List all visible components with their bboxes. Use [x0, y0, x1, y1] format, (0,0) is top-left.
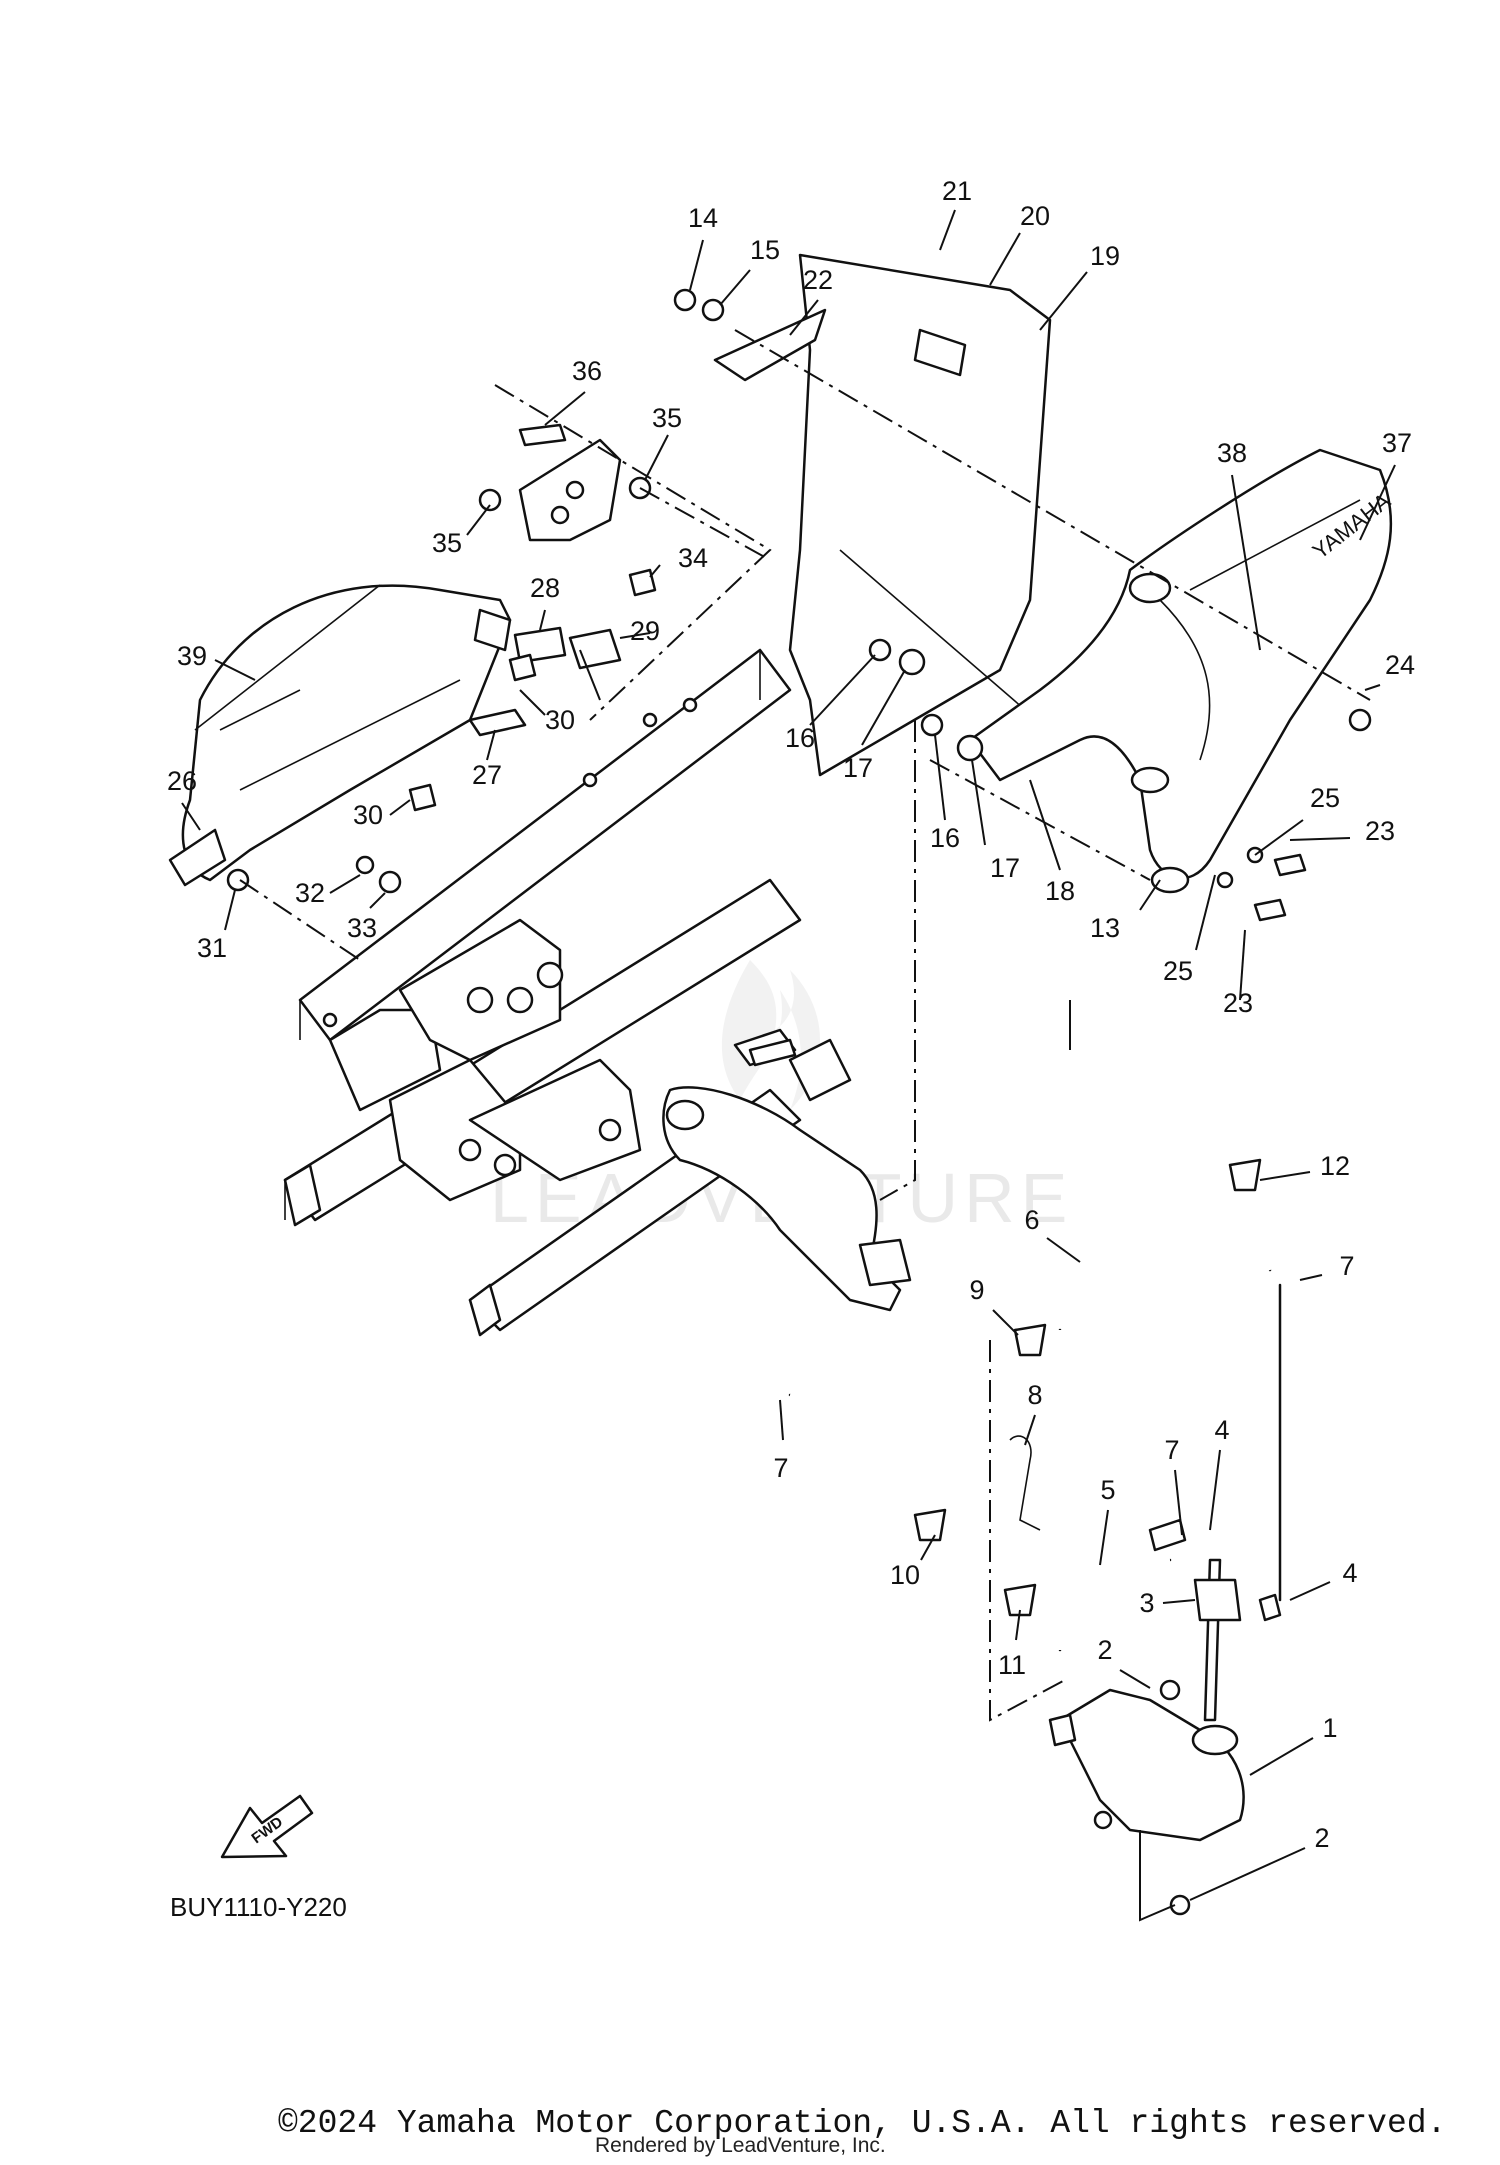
callout-17b: 17 [990, 853, 1020, 883]
callout-29: 29 [630, 616, 660, 646]
callout-5: 5 [1100, 1475, 1115, 1505]
callout-16b: 16 [930, 823, 960, 853]
rear-fender-bracket [662, 1028, 912, 1312]
callout-31: 31 [197, 933, 227, 963]
seat-cowl: YAMAHA [968, 448, 1395, 894]
callout-3: 3 [1139, 1588, 1154, 1618]
pad-28 [513, 626, 567, 664]
callout-27: 27 [472, 760, 502, 790]
pad-29 [568, 628, 622, 670]
callout-24: 24 [1385, 650, 1415, 680]
stripe-22 [713, 308, 827, 382]
bolt-2b [1169, 1894, 1191, 1916]
callout-11: 11 [998, 1650, 1026, 1680]
callout-33: 33 [347, 913, 377, 943]
callout-16a: 16 [785, 723, 815, 753]
cap-3 [1193, 1578, 1242, 1622]
callout-19: 19 [1090, 241, 1120, 271]
clamp-12 [1228, 1158, 1262, 1192]
callout-6: 6 [1024, 1205, 1039, 1235]
left-side-cover [168, 584, 512, 887]
hose-6 [1058, 1218, 1272, 1332]
copyright-notice: ©2024 Yamaha Motor Corporation, U.S.A. A… [278, 2105, 1447, 2142]
callout-14: 14 [688, 203, 718, 233]
callout-30a: 30 [545, 705, 575, 735]
callout-20: 20 [1020, 201, 1050, 231]
callout-30b: 30 [353, 800, 383, 830]
bolt-2a [1159, 1679, 1181, 1701]
callout-18: 18 [1045, 876, 1075, 906]
callout-10: 10 [890, 1560, 920, 1590]
callout-4b: 4 [1342, 1558, 1357, 1588]
pad-27 [468, 708, 527, 737]
callout-12: 12 [1320, 1151, 1350, 1181]
callout-26: 26 [167, 766, 197, 796]
clamp-9 [1013, 1323, 1047, 1357]
callout-35b: 35 [432, 528, 462, 558]
callout-32: 32 [295, 878, 325, 908]
callout-36: 36 [572, 356, 602, 386]
callout-34: 34 [678, 543, 708, 573]
callout-7a: 7 [1339, 1251, 1354, 1281]
callout-2: 2 [1097, 1635, 1112, 1665]
callout-38: 38 [1217, 438, 1247, 468]
clamp-10 [913, 1508, 947, 1542]
callout-8: 8 [1027, 1380, 1042, 1410]
callout-35a: 35 [652, 403, 682, 433]
callout-13: 13 [1090, 913, 1120, 943]
reservoir-tank [1048, 1688, 1245, 1842]
rendered-by-credit: Rendered by LeadVenture, Inc. [595, 2134, 886, 2157]
callout-25a: 25 [1310, 783, 1340, 813]
callout-1: 1 [1322, 1713, 1337, 1743]
side-cover [788, 253, 1061, 777]
callout-4: 4 [1214, 1415, 1229, 1445]
callout-28: 28 [530, 573, 560, 603]
callout-15: 15 [750, 235, 780, 265]
callout-22: 22 [803, 265, 833, 295]
hose-guide-8 [1009, 1435, 1041, 1531]
callout-23a: 23 [1365, 816, 1395, 846]
callout-23b: 23 [1223, 988, 1253, 1018]
rear-frame [283, 648, 802, 1337]
callout-37: 37 [1382, 428, 1412, 458]
callout-39: 39 [177, 641, 207, 671]
callouts: 1 2 2 3 4 4 5 6 7 7 7 8 9 [167, 176, 1415, 1901]
callout-17a: 17 [843, 753, 873, 783]
clamp-4b [1258, 1593, 1282, 1622]
callout-7c: 7 [1164, 1435, 1179, 1465]
diagram-code: BUY1110-Y220 [170, 1892, 347, 1922]
clamp-11 [1003, 1583, 1037, 1617]
bracket-assembly [518, 423, 622, 542]
callout-7b: 7 [773, 1453, 788, 1483]
callout-2b: 2 [1314, 1823, 1329, 1853]
callout-25b: 25 [1163, 956, 1193, 986]
clamp-4 [1148, 1518, 1187, 1552]
callout-9: 9 [969, 1275, 984, 1305]
callout-21: 21 [942, 176, 972, 206]
fwd-arrow-icon: FWD [220, 1794, 314, 1859]
